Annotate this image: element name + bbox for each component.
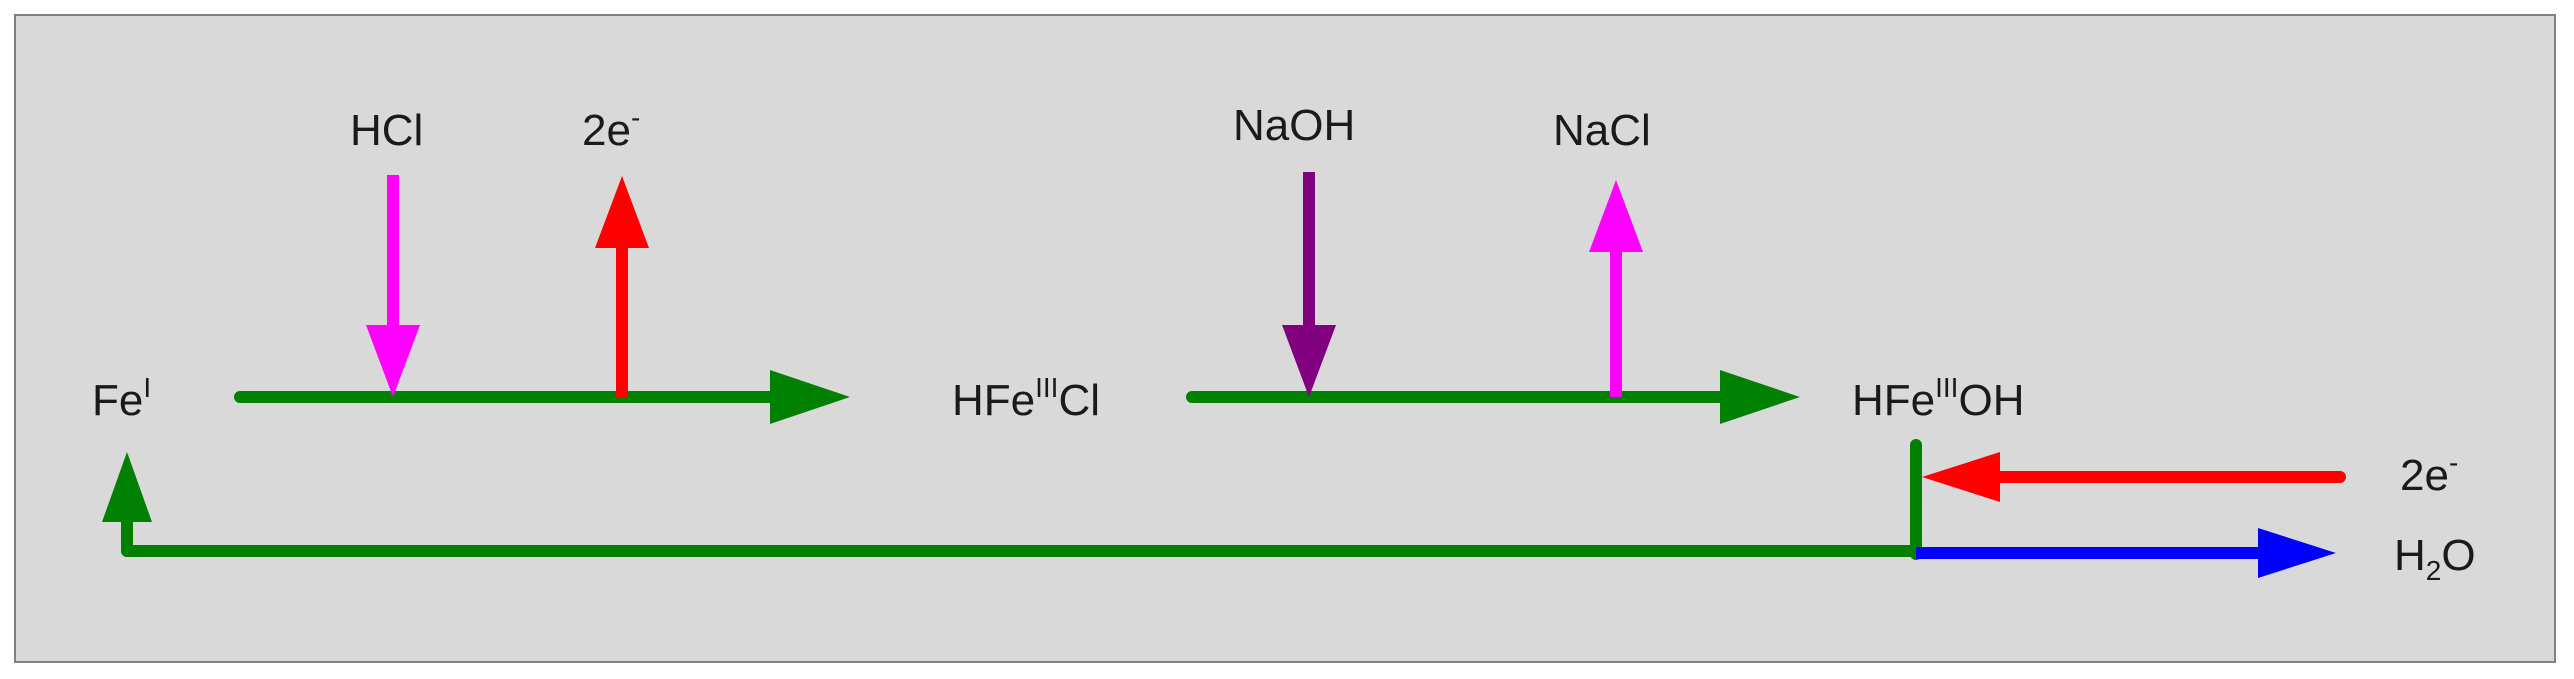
label-water: H2O xyxy=(2394,531,2476,586)
label-naoh: NaOH xyxy=(1233,101,1355,150)
naoh-input-arrow xyxy=(1282,172,1336,397)
electron-output-arrow xyxy=(595,176,649,397)
label-fe1: FeI xyxy=(92,372,151,425)
water-output-arrow xyxy=(1916,528,2336,578)
label-hfe3oh: HFeIIIOH xyxy=(1852,372,2024,425)
arrow-fe1-to-hfe3cl-head xyxy=(770,370,850,424)
arrow-hfe3cl-to-hfe3oh-head xyxy=(1720,370,1800,424)
hcl-input-arrow xyxy=(366,175,420,397)
label-hcl: HCl xyxy=(350,106,423,155)
electron-input-arrow xyxy=(1922,452,2346,502)
cycle-arrows xyxy=(102,370,1922,560)
label-hfe3cl: HFeIIICl xyxy=(952,372,1100,425)
label-electrons-top: 2e- xyxy=(582,102,640,155)
label-electrons-right: 2e- xyxy=(2400,447,2458,500)
return-arrow-head xyxy=(102,452,152,522)
nacl-output-arrow xyxy=(1589,180,1643,397)
label-nacl: NaCl xyxy=(1553,106,1651,155)
